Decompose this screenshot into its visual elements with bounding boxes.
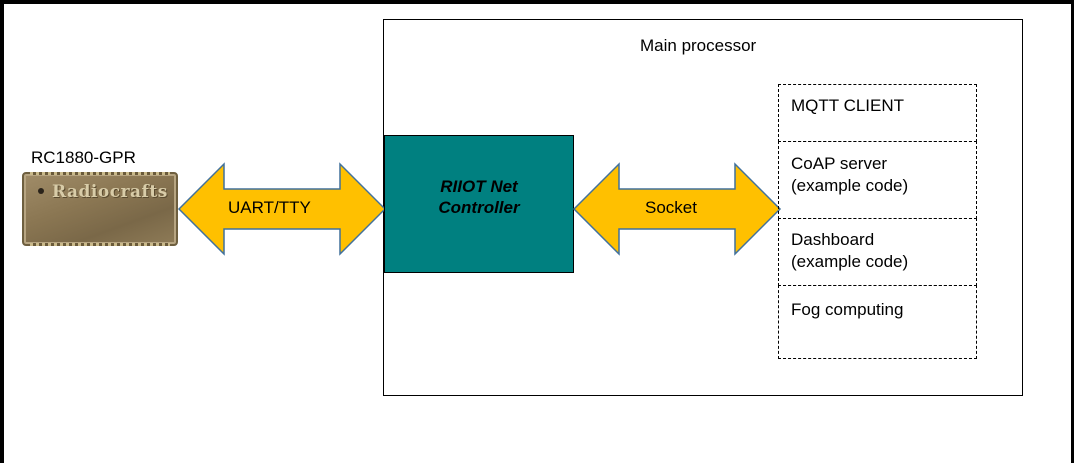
radio-module-image: Radiocrafts <box>22 172 178 246</box>
device-label: RC1880-GPR <box>31 148 136 167</box>
fog-computing-box <box>778 285 977 359</box>
uart-tty-label: UART/TTY <box>228 198 311 217</box>
main-processor-label: Main processor <box>640 36 757 55</box>
socket-double-arrow <box>572 162 782 256</box>
socket-label: Socket <box>645 198 697 217</box>
module-pins-top <box>30 172 170 175</box>
mqtt-client-line1: MQTT CLIENT <box>791 96 905 115</box>
dashboard-label: Dashboard (example code) <box>791 229 908 273</box>
coap-server-line2: (example code) <box>791 176 909 195</box>
mqtt-client-label: MQTT CLIENT <box>791 95 904 117</box>
socket-arrow-shape <box>572 162 782 256</box>
controller-label-line2: Controller <box>438 198 520 217</box>
module-pins-bottom <box>30 243 170 246</box>
controller-label-line1: RIIOT Net <box>440 177 518 196</box>
module-brand-logo: Radiocrafts <box>52 182 168 202</box>
coap-server-line1: CoAP server <box>791 154 888 173</box>
module-pin1-dot <box>38 188 44 194</box>
riiot-net-controller-box: RIIOT Net Controller <box>384 135 574 273</box>
controller-label: RIIOT Net Controller <box>385 176 573 218</box>
fog-computing-label: Fog computing <box>791 299 903 321</box>
fog-computing-line1: Fog computing <box>791 300 904 319</box>
coap-server-label: CoAP server (example code) <box>791 153 908 197</box>
dashboard-line1: Dashboard <box>791 230 875 249</box>
dashboard-line2: (example code) <box>791 252 909 271</box>
